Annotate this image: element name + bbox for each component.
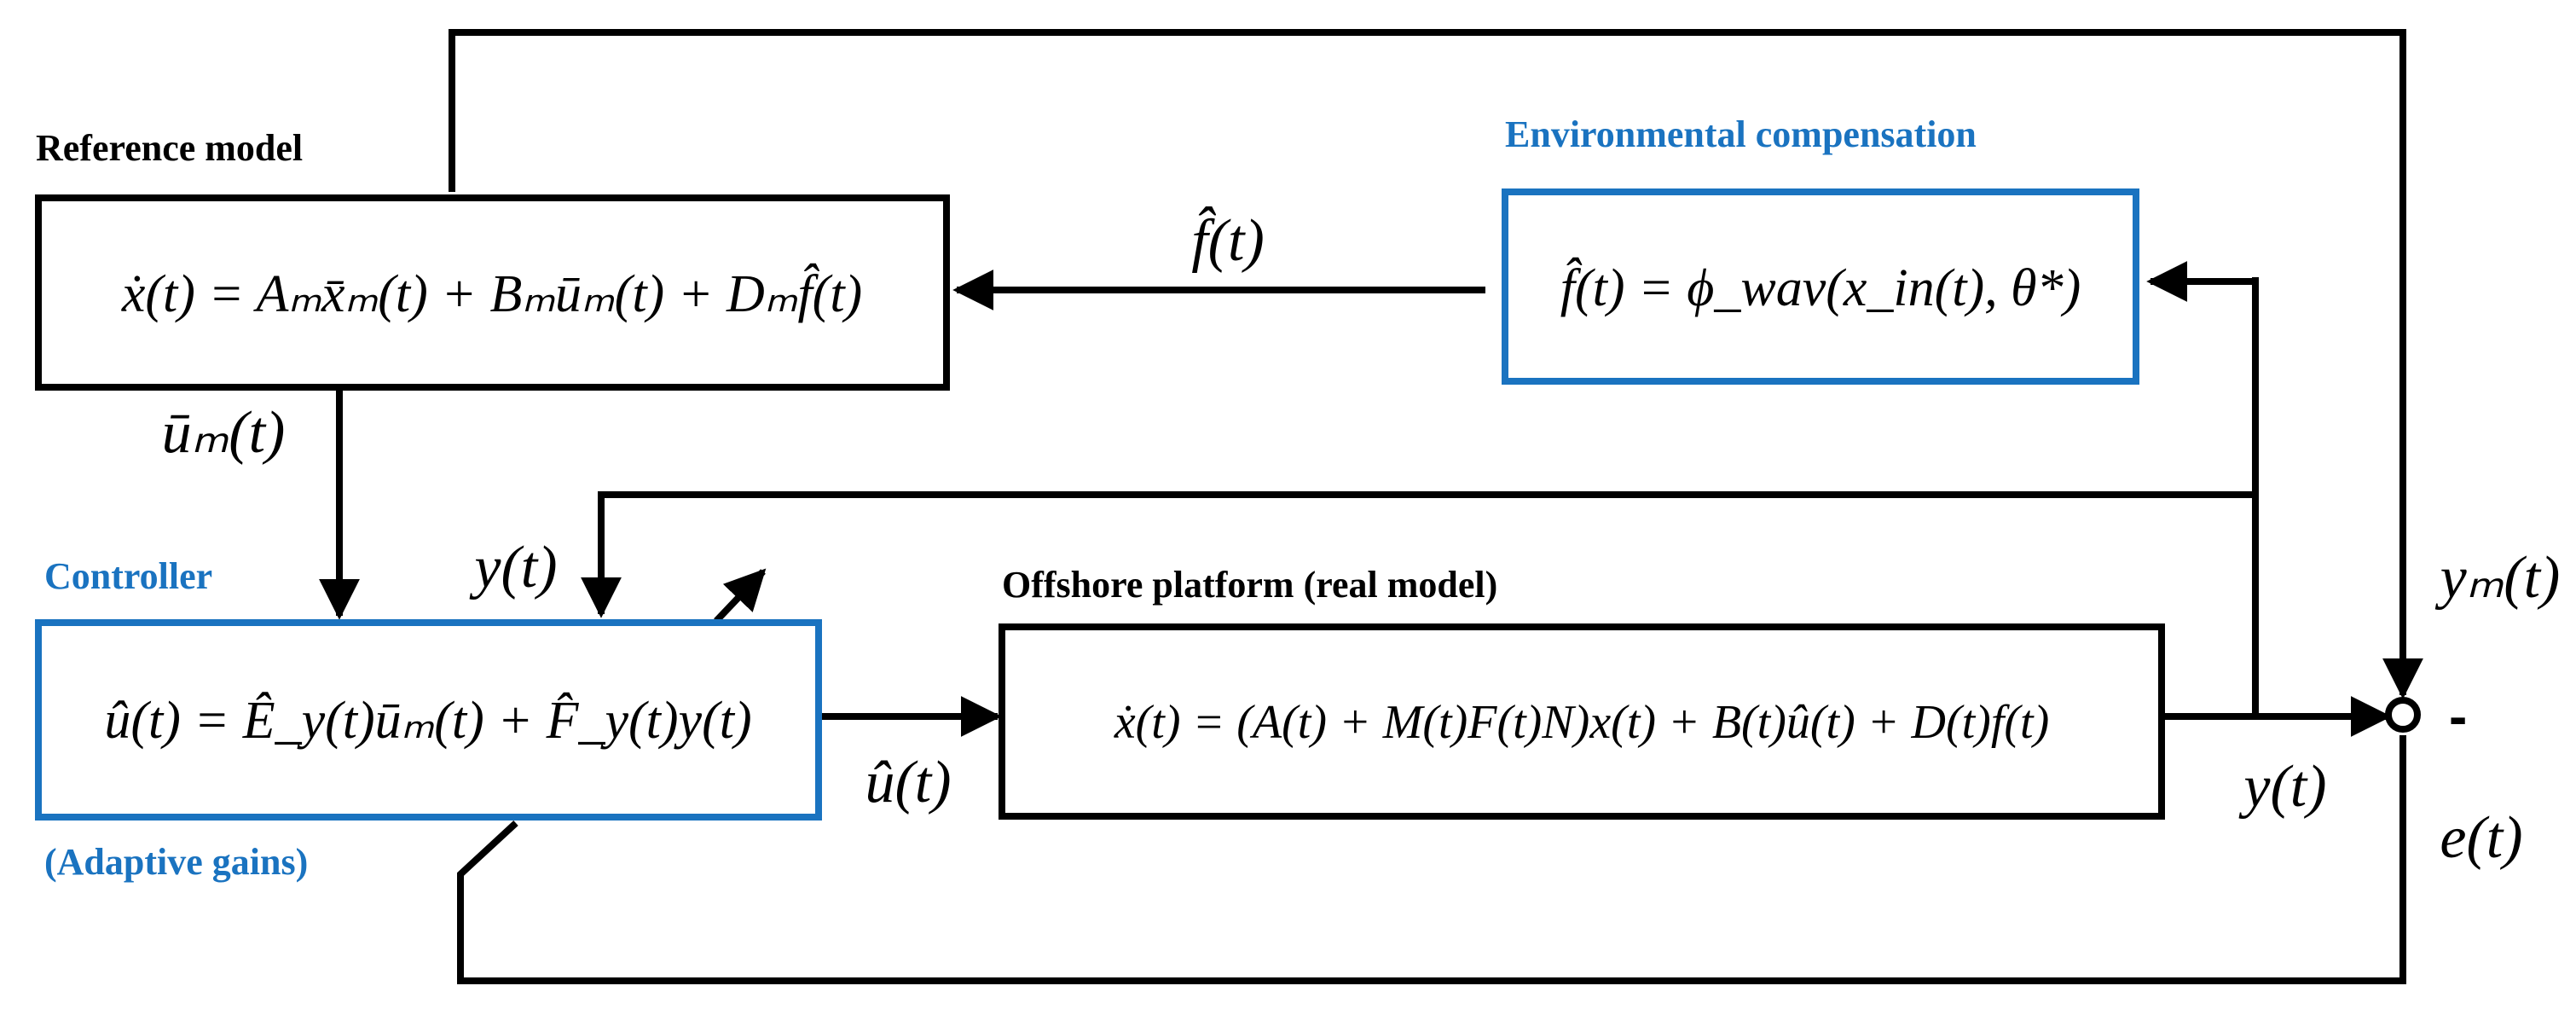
ym-signal-line: [449, 29, 2423, 699]
environmental-compensation-equation: f̂(t) = ϕ_wav(x_in(t), θ*): [1560, 258, 2081, 317]
reference-model-title: Reference model: [36, 127, 303, 169]
error-signal-label: e(t): [2440, 805, 2522, 871]
controller-block: [35, 619, 822, 821]
controller-title: Controller: [44, 555, 212, 597]
error-signal-line: [457, 735, 2406, 984]
fhat-signal-label: f̂(t): [1191, 206, 1265, 274]
reference-model-equation: ẋ(t) = Aₘx̄ₘ(t) + Bₘūₘ(t) + Dₘf̂(t): [121, 264, 862, 323]
um-signal-label: ūₘ(t): [162, 400, 286, 466]
plant-equation: ẋ(t) = (A(t) + M(t)F(t)N)x(t) + B(t)û(t)…: [1114, 696, 2049, 749]
y-feedback-line: [581, 491, 2255, 618]
controller-equation: û(t) = Ê_y(t)ūₘ(t) + F̂_y(t)y(t): [104, 692, 751, 750]
ym-signal-label: yₘ(t): [2435, 545, 2561, 611]
uhat-signal-label: û(t): [865, 750, 951, 815]
plant-title: Offshore platform (real model): [1002, 564, 1497, 606]
y-feedback-label: y(t): [469, 535, 557, 600]
plant-block: [999, 623, 2165, 820]
environmental-compensation-title: Environmental compensation: [1505, 113, 1977, 155]
environmental-compensation-block: [1502, 188, 2139, 385]
controller-subtitle: (Adaptive gains): [44, 841, 308, 883]
reference-model-block: [35, 194, 950, 391]
minus-sign: -: [2449, 686, 2467, 747]
y-output-label: y(t): [2238, 754, 2326, 820]
summing-junction: [2385, 697, 2421, 733]
adaptive-gain-arrow: [714, 568, 767, 623]
